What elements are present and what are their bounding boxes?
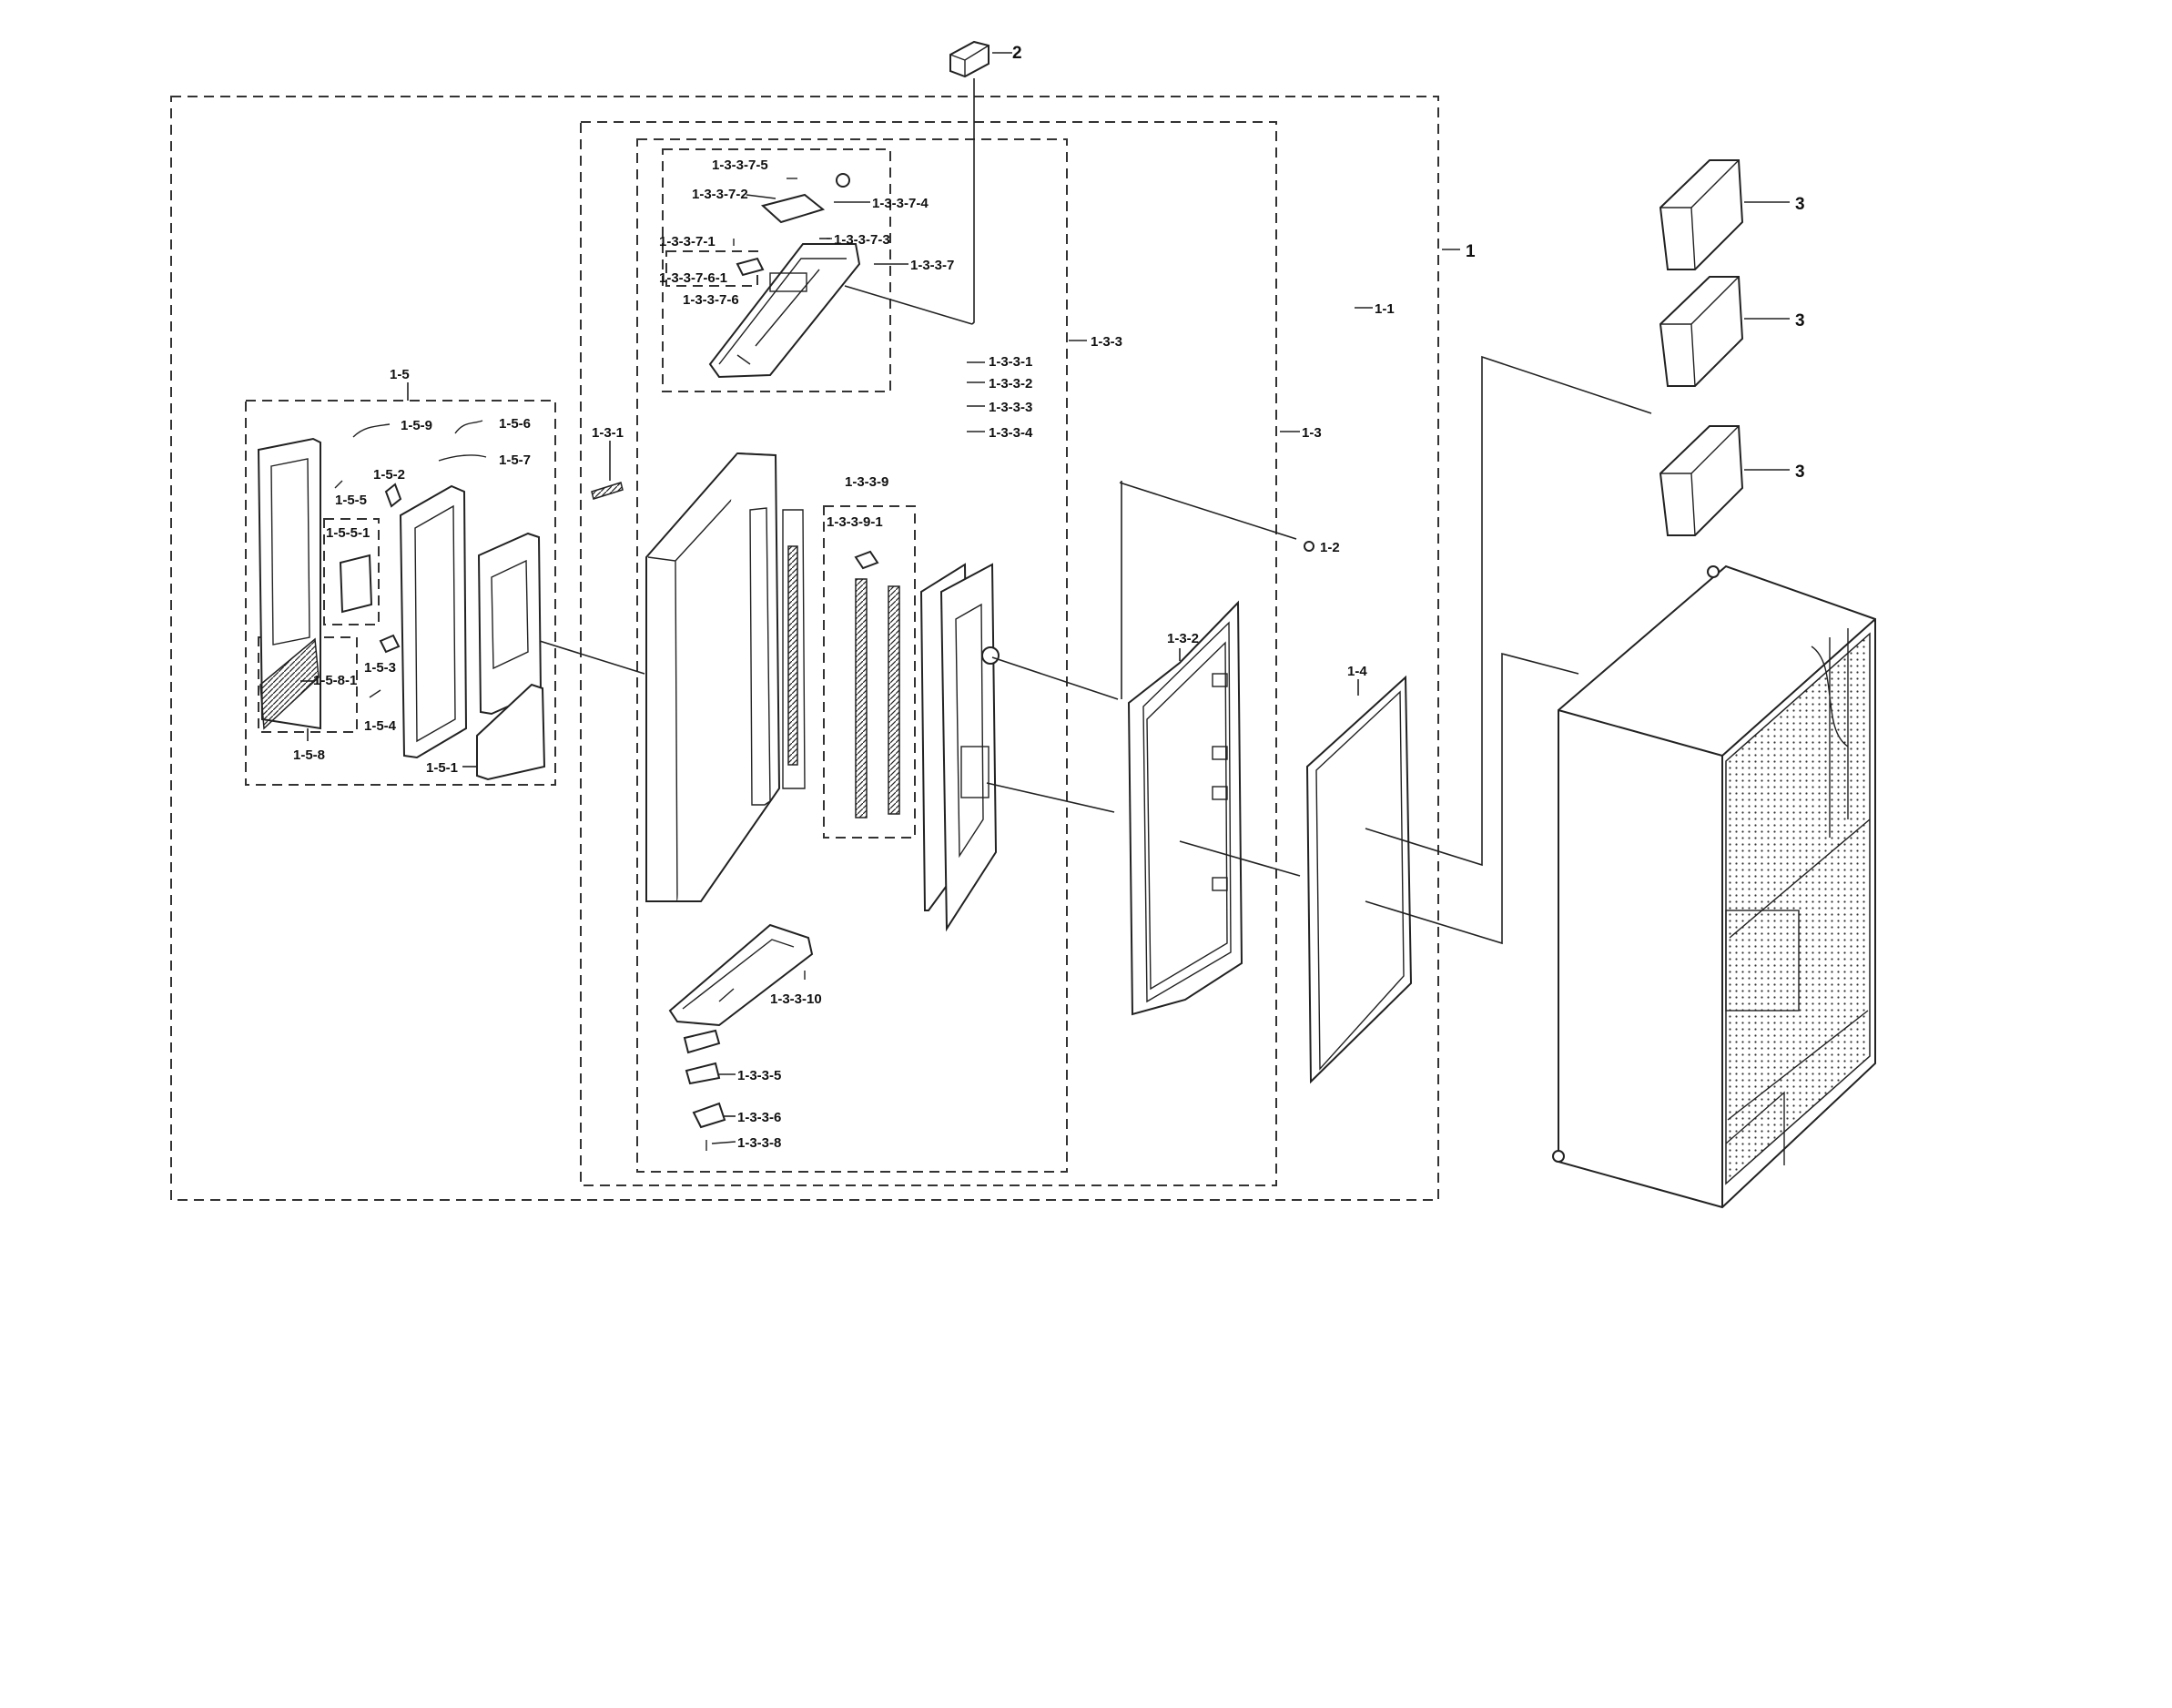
- leader-1-5-to-door: [527, 636, 645, 675]
- leader-1-4-mid: [1179, 840, 1301, 877]
- part-3-door-bin-c: [1659, 425, 1744, 536]
- callout-3c: 3: [1795, 463, 1805, 482]
- part-1-5-2-clip: [384, 483, 402, 508]
- group-box-1-5-5: [323, 518, 380, 625]
- part-1-3-3-9-strip-a: [855, 578, 868, 818]
- part-1-5-4-pin: [369, 689, 381, 698]
- callout-1-3-3-9: 1-3-3-9: [845, 474, 888, 490]
- callout-1-3-3-7-6-1: 1-3-3-7-6-1: [659, 270, 727, 286]
- leader-liner-to-gasket: [991, 656, 1119, 700]
- part-1-4-gasket: [1305, 675, 1413, 1084]
- leader-1-2: [1119, 482, 1297, 540]
- part-1-3-3-7-6-clip: [736, 257, 765, 277]
- callout-1-3-3-4: 1-3-3-4: [989, 425, 1033, 441]
- callout-1-3-3-10: 1-3-3-10: [770, 991, 822, 1007]
- part-1-3-3-7-4-knob: [836, 173, 850, 188]
- callout-1-3-2: 1-3-2: [1167, 631, 1199, 646]
- callout-1-3-3-3: 1-3-3-3: [989, 400, 1032, 415]
- callout-1-3-3-1: 1-3-3-1: [989, 354, 1032, 370]
- callout-1-3-3-7-6: 1-3-3-7-6: [683, 292, 739, 308]
- callout-1-5-8: 1-5-8: [293, 747, 325, 763]
- callout-2: 2: [1012, 44, 1022, 63]
- callout-1-3-3-2: 1-3-3-2: [989, 376, 1032, 391]
- callout-1: 1: [1466, 242, 1476, 261]
- part-3-door-bin-a: [1659, 159, 1744, 270]
- leader-liner-lower: [986, 782, 1115, 813]
- callout-1-3-3-9-1: 1-3-3-9-1: [827, 514, 883, 530]
- callout-1-3-3-7-5: 1-3-3-7-5: [712, 158, 768, 173]
- part-1-5-8-1-grille: [259, 637, 320, 730]
- callout-1-3-3-7-4: 1-3-3-7-4: [872, 196, 929, 211]
- part-2-bracket: [949, 40, 990, 78]
- part-1-5-5-screw: [334, 480, 343, 489]
- callout-1-3-3: 1-3-3: [1091, 334, 1122, 350]
- part-1-3-3-5-bracket-a: [683, 1029, 721, 1054]
- callout-1-3-3-7-1: 1-3-3-7-1: [659, 234, 716, 249]
- callout-1-5-8-1: 1-5-8-1: [313, 673, 357, 688]
- part-1-3-3-10-tray: [668, 923, 814, 1027]
- part-1-3-3-door-panel: [645, 452, 806, 902]
- callout-1-5-6: 1-5-6: [499, 416, 531, 432]
- callout-1-3-3-7-2: 1-3-3-7-2: [692, 187, 748, 202]
- part-1-3-3-9-strip-b: [888, 585, 900, 815]
- part-1-3-3-7-2-plate: [760, 193, 826, 224]
- leader-2-drop: [971, 78, 975, 325]
- part-1-3-2-door-liner: [1127, 600, 1243, 1016]
- callout-1-4: 1-4: [1347, 664, 1367, 679]
- part-3-door-bin-b: [1659, 276, 1744, 387]
- callout-1-5-9: 1-5-9: [401, 418, 432, 433]
- callout-1-2: 1-2: [1320, 540, 1340, 555]
- part-1-5-1-board: [476, 683, 546, 781]
- group-box-1: [170, 96, 1439, 1201]
- callout-1-5-5-1: 1-5-5-1: [326, 525, 370, 541]
- leader-to-2: [844, 285, 973, 325]
- callout-1-3-3-7-3: 1-3-3-7-3: [834, 232, 890, 248]
- callout-1-5: 1-5: [390, 367, 410, 382]
- leader-1-3-3-7-2: [746, 194, 776, 199]
- callout-1-3-3-8: 1-3-3-8: [737, 1135, 781, 1151]
- part-1-5-9-cable: [352, 423, 391, 438]
- group-box-1-3-3-7: [662, 148, 891, 392]
- callout-1-5-1: 1-5-1: [426, 760, 458, 776]
- callout-1-3-3-7: 1-3-3-7: [910, 258, 954, 273]
- callout-1-5-7: 1-5-7: [499, 452, 531, 468]
- callout-1-3-3-5: 1-3-3-5: [737, 1068, 781, 1083]
- leader-1-3-3-8: [711, 1141, 736, 1144]
- callout-1-3-3-6: 1-3-3-6: [737, 1110, 781, 1125]
- group-box-1-3-3-9: [823, 505, 916, 839]
- part-1-3-3-5-bracket-b: [685, 1062, 721, 1085]
- callout-3b: 3: [1795, 311, 1805, 330]
- callout-1-5-2: 1-5-2: [373, 467, 405, 483]
- callout-1-1: 1-1: [1375, 301, 1395, 317]
- group-box-1-5: [245, 400, 556, 786]
- callout-1-5-3: 1-5-3: [364, 660, 396, 676]
- part-1-5-3-cube: [379, 634, 401, 654]
- callout-1-5-4: 1-5-4: [364, 718, 397, 734]
- part-1-5-5-1-sheet: [339, 554, 373, 614]
- part-1-3-3-6-hinge: [692, 1102, 726, 1129]
- part-1-3-3-9-1-clip: [854, 550, 879, 570]
- group-box-1-3-3: [636, 138, 1068, 1173]
- callout-1-3: 1-3: [1302, 425, 1322, 441]
- part-1-5-7-cable: [438, 454, 487, 462]
- part-1-5-6-cable: [454, 420, 483, 434]
- screws-1-3-3-1-to-4: [967, 361, 985, 432]
- callout-1-5-5: 1-5-5: [335, 493, 367, 508]
- leader-gasket-to-cabinet-a: [1365, 355, 1652, 867]
- part-1-3-inner-liner: [919, 563, 1000, 932]
- callout-labels: 2 1 3 3 3 1-1 1-2 1-3 1-4 1-3-2 1-3-1 1-…: [293, 44, 1805, 1151]
- part-1-5-control-panel: [477, 532, 543, 716]
- part-1-3-1-strip: [591, 482, 624, 500]
- callout-1-3-1: 1-3-1: [592, 425, 624, 441]
- part-1-3-3-7-housing: [708, 243, 861, 379]
- callout-3a: 3: [1795, 195, 1805, 214]
- part-1-5-frame: [399, 484, 468, 759]
- leader-gasket-to-cabinet-b: [1365, 652, 1579, 945]
- refrigerator-cabinet: [1552, 564, 1876, 1209]
- part-1-2-screw: [1304, 541, 1314, 552]
